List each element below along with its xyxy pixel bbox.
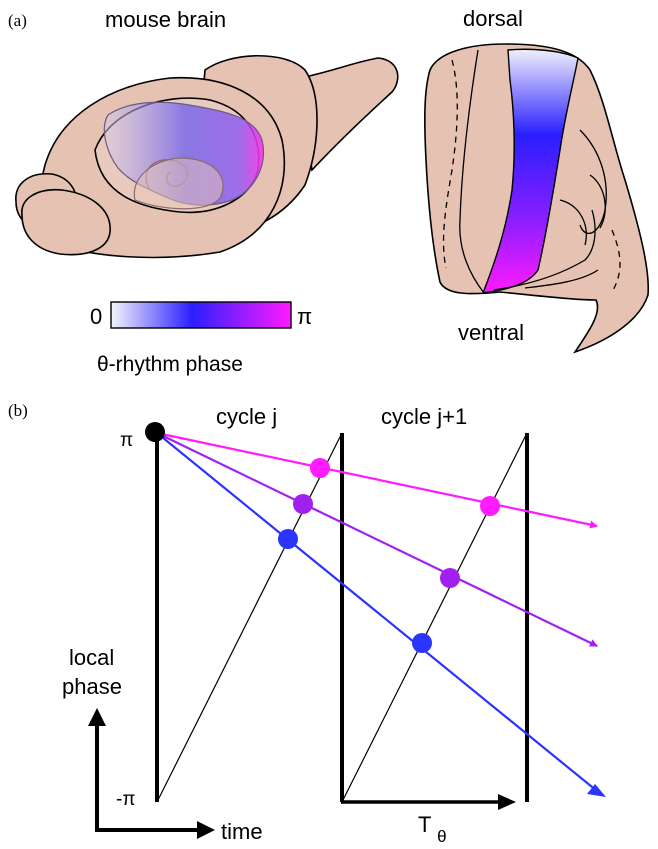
dot-blue-cycle-j1 (412, 633, 432, 653)
axis-x-label: time (221, 819, 263, 844)
cycle-j-label: cycle j (216, 404, 277, 429)
dot-blue-cycle-j (278, 529, 298, 549)
y-top-pi-label: π (120, 430, 133, 451)
y-bottom-neg-pi-label: -π (116, 789, 135, 810)
period-arrowhead (498, 794, 516, 810)
axis-y-label-line1: local (69, 645, 114, 670)
period-main: T (418, 812, 431, 837)
panel-a-label: (a) (8, 11, 27, 30)
colorbar-max-label: π (297, 304, 312, 329)
x-axis-arrowhead (197, 821, 215, 839)
dot-purple-cycle-j1 (440, 568, 460, 588)
y-axis-arrowhead (88, 708, 106, 726)
dot-magenta-cycle-j1 (480, 496, 500, 516)
ventral-label: ventral (458, 320, 524, 345)
dot-purple-cycle-j (293, 494, 313, 514)
dot-magenta-cycle-j (310, 458, 330, 478)
mouse-brain-title: mouse brain (105, 7, 226, 32)
panel-b-label: (b) (8, 401, 28, 420)
mouse-brain-illustration (16, 56, 398, 258)
colorbar-min-label: 0 (90, 304, 102, 329)
phase-colorbar (111, 302, 291, 328)
hippocampus-slice (425, 44, 648, 352)
phase-ramp-2 (342, 433, 527, 802)
axis-y-label-line2: phase (62, 674, 122, 699)
dorsal-label: dorsal (463, 6, 523, 31)
cycle-j-plus-1-label: cycle j+1 (381, 404, 467, 429)
trajectory-magenta (157, 433, 597, 526)
colorbar-caption: θ-rhythm phase (97, 353, 243, 376)
trajectory-purple (157, 433, 597, 646)
period-label: T θ (418, 812, 447, 846)
origin-dot (145, 422, 165, 442)
phase-ramp-1 (157, 433, 342, 802)
trajectory-blue (157, 433, 597, 791)
period-sub: θ (437, 827, 446, 846)
